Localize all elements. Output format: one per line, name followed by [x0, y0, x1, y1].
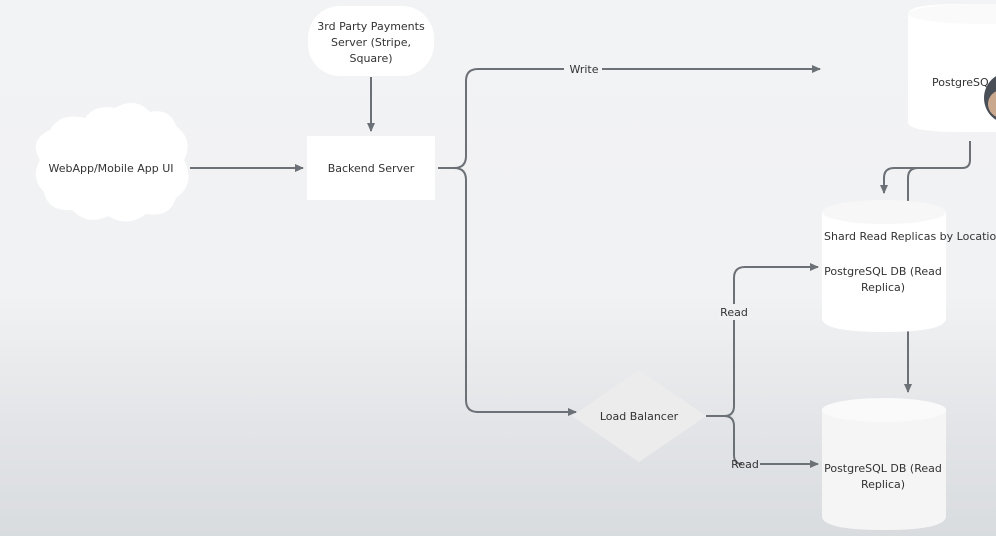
- replica2-db-node: PostgreSQL DB (Read Replica): [822, 398, 946, 530]
- replica1-label-line2: Replica): [861, 281, 905, 294]
- replica2-label-line1: PostgreSQL DB (Read: [824, 462, 942, 475]
- backend-server-node: Backend Server: [307, 136, 435, 200]
- edge-lb-branch: [706, 263, 819, 417]
- webapp-label: WebApp/Mobile App UI: [48, 162, 173, 175]
- edge-label-write: Write: [569, 63, 598, 76]
- edge-backend-branch: [438, 68, 564, 169]
- backend-label: Backend Server: [328, 162, 415, 175]
- payments-label-line2: Server (Stripe,: [331, 36, 411, 49]
- edge-label-read-top: Read: [720, 306, 748, 319]
- replica2-label-line2: Replica): [861, 478, 905, 491]
- replica1-db-node: PostgreSQL DB (Read Replica): [822, 200, 946, 332]
- payments-label-line1: 3rd Party Payments: [317, 20, 425, 33]
- load-balancer-node: Load Balancer: [572, 370, 706, 462]
- edge-backend-to-loadbalancer: [453, 167, 577, 416]
- shard-read-replicas-label: Shard Read Replicas by Location: [824, 230, 996, 243]
- webapp-node: WebApp/Mobile App UI: [35, 102, 189, 222]
- primary-db-node: PostgreSQ: [908, 4, 996, 132]
- payments-label-line3: Square): [349, 52, 392, 65]
- replica1-label-line1: PostgreSQL DB (Read: [824, 265, 942, 278]
- edge-primary-to-replica2: [904, 167, 962, 393]
- payments-node: 3rd Party Payments Server (Stripe, Squar…: [308, 6, 434, 76]
- primary-db-label: PostgreSQ: [932, 76, 989, 89]
- edge-label-read-bottom: Read: [731, 458, 759, 471]
- edge-lb-to-replica2: [723, 415, 743, 465]
- load-balancer-label: Load Balancer: [600, 410, 679, 423]
